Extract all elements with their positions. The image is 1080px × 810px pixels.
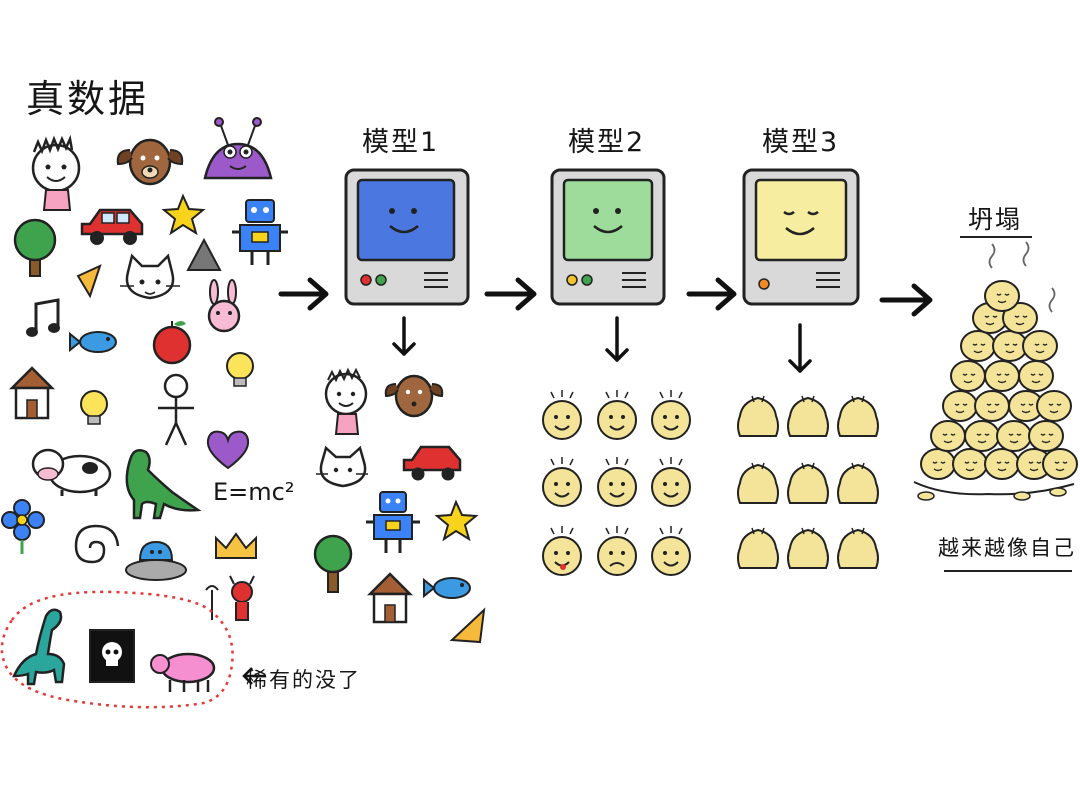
house-icon — [8, 366, 56, 420]
rare-data-outline — [0, 590, 234, 709]
car-icon — [402, 445, 462, 481]
blob-icon — [787, 462, 829, 504]
model-2-label: 模型2 — [568, 127, 646, 158]
collapsed-blob-icon — [984, 280, 1020, 312]
collapsed-blob-icon — [1016, 448, 1052, 480]
cow-icon — [31, 448, 112, 496]
collapsed-blob-icon — [952, 448, 988, 480]
blob-icon — [837, 395, 879, 437]
star-icon — [161, 193, 206, 236]
collapsed-blob-icon — [1008, 390, 1044, 422]
blob-icon — [837, 527, 879, 569]
music-note-icon — [26, 298, 60, 337]
lightbulb-icon — [226, 352, 254, 387]
smiley-face-icon — [542, 390, 582, 440]
blob-icon — [737, 462, 779, 504]
pizza-icon — [76, 264, 102, 299]
smiley-face-icon — [651, 457, 691, 507]
stick-figure-icon — [158, 373, 194, 446]
collapsed-blob-icon — [974, 390, 1010, 422]
smiley-face-icon — [651, 390, 691, 440]
robot-icon — [232, 199, 288, 265]
collapse-pile — [913, 241, 1078, 501]
smiley-face-icon — [651, 526, 691, 576]
rock-icon — [186, 237, 222, 271]
fish-icon — [69, 331, 117, 353]
model-1-computer — [344, 168, 470, 306]
collapsed-blob-icon — [984, 360, 1020, 392]
model-1-label: 模型1 — [362, 127, 440, 158]
blob-icon — [737, 395, 779, 437]
fish-icon — [423, 577, 471, 599]
boy-icon — [324, 367, 368, 435]
collapsed-blob-icon — [1028, 420, 1064, 452]
flower-icon — [1, 499, 45, 554]
model-1-outputs — [313, 367, 486, 644]
lightbulb-icon — [80, 390, 108, 425]
collapsed-blob-icon — [950, 360, 986, 392]
collapsed-blob-icon — [1018, 360, 1054, 392]
collapsed-blob-icon — [960, 330, 996, 362]
collapsed-blob-icon — [992, 330, 1028, 362]
rare-data-note: 稀有的没了 — [246, 668, 361, 692]
house-icon — [366, 572, 414, 624]
blob-icon — [787, 395, 829, 437]
apple-icon — [152, 321, 192, 365]
pink-pig-icon — [150, 652, 216, 692]
model-2-outputs — [542, 390, 691, 576]
blob-icon — [787, 527, 829, 569]
collapsed-blob-icon — [996, 420, 1032, 452]
collapsed-blob-icon — [1042, 448, 1078, 480]
dog-icon — [384, 374, 444, 418]
cat-icon — [120, 253, 180, 300]
smiley-face-icon — [542, 526, 582, 576]
cat-icon — [316, 445, 368, 488]
robot-icon — [366, 491, 420, 553]
model-3-outputs — [737, 395, 879, 569]
crown-icon — [215, 532, 257, 559]
blob-icon — [837, 462, 879, 504]
collapsed-blob-icon — [984, 448, 1020, 480]
collapsed-blob-icon — [1036, 390, 1072, 422]
real-data-title: 真数据 — [26, 77, 150, 121]
devil-icon — [205, 575, 255, 621]
rabbit-icon — [207, 279, 241, 333]
tree-icon — [13, 218, 57, 277]
collapsed-blob-icon — [930, 420, 966, 452]
skull-box-icon — [89, 629, 135, 683]
collapsed-blob-icon — [1022, 330, 1058, 362]
smiley-face-icon — [597, 457, 637, 507]
collapsed-blob-icon — [964, 420, 1000, 452]
blob-icon — [737, 527, 779, 569]
model-2-computer — [550, 168, 666, 306]
tree-icon — [313, 534, 353, 593]
spiral-icon — [74, 524, 120, 564]
dog-icon — [116, 138, 184, 186]
model-3-label: 模型3 — [762, 127, 840, 158]
smiley-face-icon — [597, 526, 637, 576]
brontosaurus-icon — [12, 608, 66, 686]
collapse-caption-underline — [944, 570, 1072, 572]
collapse-title: 坍塌 — [968, 205, 1023, 234]
car-icon — [80, 208, 144, 245]
arrows — [278, 277, 933, 317]
star-icon — [434, 499, 479, 542]
boy-icon — [31, 134, 81, 211]
collapsed-blob-icon — [1002, 302, 1038, 334]
collapse-title-underline — [960, 236, 1032, 238]
model-3-computer — [742, 168, 860, 306]
collapsed-blob-icon — [942, 390, 978, 422]
collapsed-blob-icon — [920, 448, 956, 480]
dinosaur-icon — [125, 449, 202, 520]
alien-icon — [203, 117, 273, 180]
collapse-caption: 越来越像自己 — [938, 536, 1076, 560]
heart-icon — [206, 430, 250, 470]
ufo-icon — [125, 540, 187, 581]
smiley-face-icon — [597, 390, 637, 440]
smiley-face-icon — [542, 457, 582, 507]
formula-text: E=mc² — [213, 478, 295, 506]
pizza-icon — [449, 607, 486, 644]
